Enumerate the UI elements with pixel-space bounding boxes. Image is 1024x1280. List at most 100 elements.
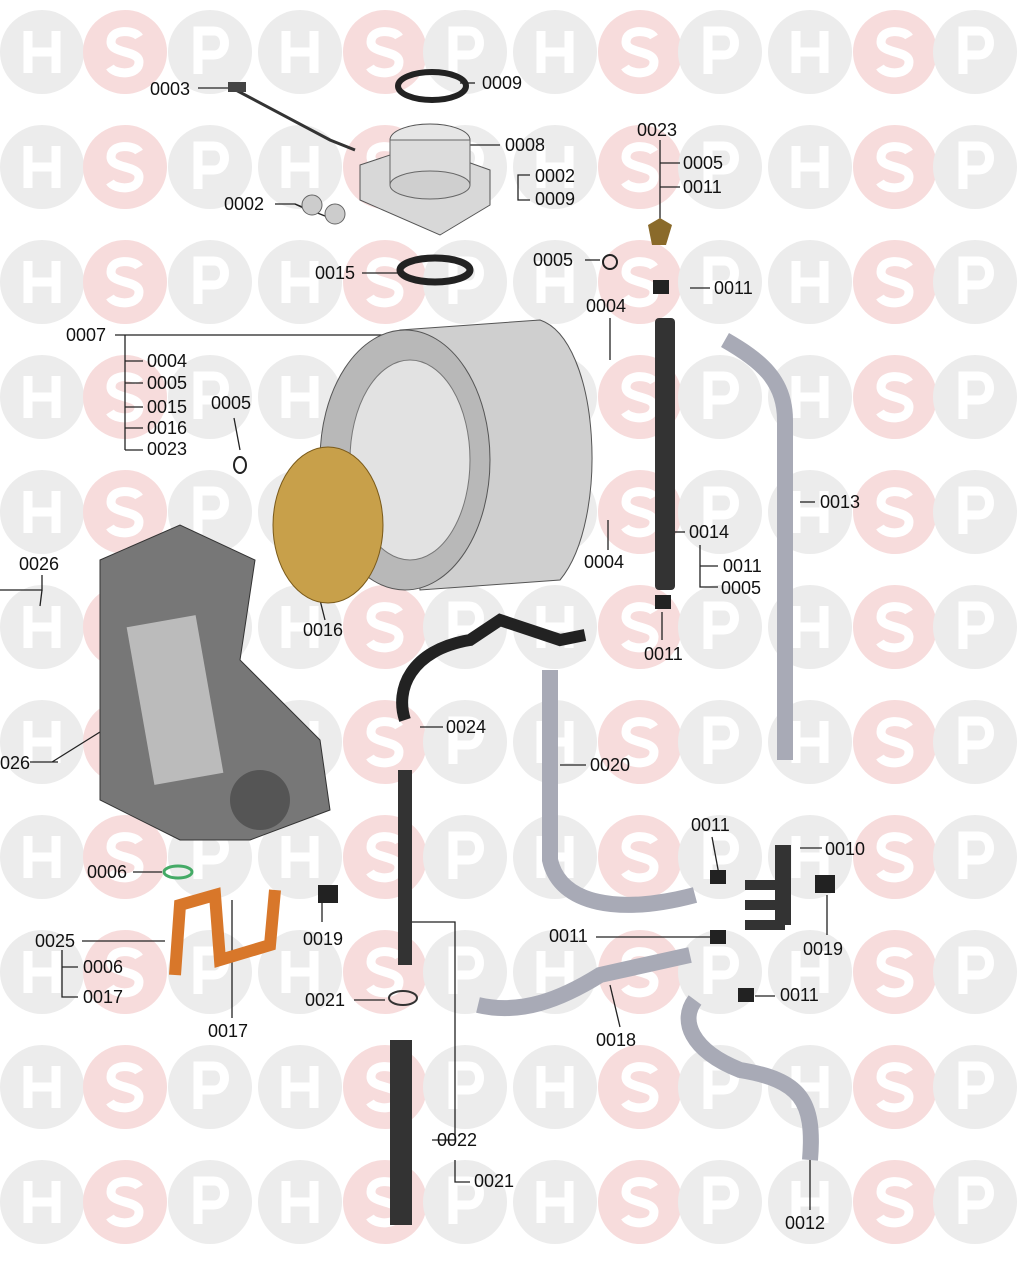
watermark-glyph — [23, 721, 61, 763]
watermark-glyph — [23, 951, 61, 993]
watermark-glyph — [366, 257, 404, 308]
part-label: 0004 — [147, 351, 188, 371]
clips — [318, 280, 835, 1002]
part-label: 0010 — [825, 839, 866, 859]
pipe-0020 — [542, 670, 698, 913]
pipe-0014 — [655, 318, 675, 590]
pipe-0013 — [721, 333, 793, 760]
part-label: 0009 — [535, 189, 576, 209]
part-label: 0005 — [147, 373, 188, 393]
gasket-0009 — [395, 69, 469, 103]
watermark-glyph — [193, 1176, 229, 1224]
watermark-glyph — [23, 31, 61, 73]
watermark-glyph — [448, 946, 484, 994]
watermark-glyph — [106, 142, 144, 193]
watermark-glyph — [193, 141, 229, 189]
part-label: 0013 — [820, 492, 861, 512]
watermark-glyph — [703, 141, 739, 189]
watermark-glyph — [791, 491, 829, 533]
part-label: 026 — [0, 753, 31, 773]
part-label: 0006 — [83, 957, 124, 977]
part-label: 0022 — [437, 1130, 478, 1150]
watermark-glyph — [621, 602, 659, 653]
sensor-0003 — [228, 82, 356, 152]
watermark-glyph — [106, 257, 144, 308]
part-label: 0011 — [723, 556, 762, 576]
watermark-glyph — [193, 486, 229, 534]
watermark-glyph — [106, 947, 144, 998]
watermark-glyph — [536, 1066, 574, 1108]
flue-adapter-0008 — [359, 123, 491, 236]
watermark-glyph — [106, 27, 144, 78]
part-label: 0019 — [303, 929, 344, 949]
watermark-glyph — [621, 717, 659, 768]
watermark-glyph — [193, 256, 229, 304]
watermark-glyph — [23, 606, 61, 648]
trap-0022 — [390, 1040, 412, 1225]
part-label: 0020 — [590, 755, 631, 775]
watermark-glyph — [448, 716, 484, 764]
watermark-glyph — [621, 832, 659, 883]
watermark-glyph — [281, 1181, 319, 1223]
part-label: 0005 — [683, 153, 724, 173]
watermark-glyph — [621, 1177, 659, 1228]
watermark-glyph — [958, 486, 994, 534]
watermark-glyph — [958, 256, 994, 304]
watermark-glyph — [621, 257, 659, 308]
part-label: 0011 — [714, 278, 753, 298]
watermark-glyph — [958, 141, 994, 189]
part-label: 0011 — [691, 815, 730, 835]
pipe-0022-upper — [398, 770, 412, 965]
watermark-glyph — [791, 376, 829, 418]
part-label: 0003 — [150, 79, 191, 99]
part-0023 — [648, 218, 672, 245]
watermark-glyph — [23, 261, 61, 303]
watermark-glyph — [876, 142, 914, 193]
pipe-0017 — [169, 887, 281, 976]
watermark-glyph — [621, 372, 659, 423]
part-label: 0008 — [505, 135, 546, 155]
watermark-glyph — [876, 602, 914, 653]
watermark-glyph — [876, 832, 914, 883]
watermark-glyph — [703, 486, 739, 534]
watermark-glyph — [281, 376, 319, 418]
watermark-glyph — [23, 836, 61, 878]
part-label: 0021 — [474, 1171, 515, 1191]
watermark-glyph — [106, 487, 144, 538]
watermark-glyph — [958, 1061, 994, 1109]
watermark-glyph — [958, 831, 994, 879]
watermark-glyph — [876, 717, 914, 768]
watermark-glyph — [281, 146, 319, 188]
part-label: 0021 — [305, 990, 346, 1010]
watermark-glyph — [366, 602, 404, 653]
part-label: 0016 — [147, 418, 188, 438]
watermark-glyph — [193, 26, 229, 74]
watermark-glyph — [23, 146, 61, 188]
watermark-glyph — [366, 947, 404, 998]
part-label: 0018 — [596, 1030, 637, 1050]
part-label: 0023 — [147, 439, 188, 459]
watermark-glyph — [366, 27, 404, 78]
watermark-glyph — [536, 146, 574, 188]
watermark-glyph — [958, 371, 994, 419]
watermark-glyph — [791, 721, 829, 763]
watermark-glyph — [791, 261, 829, 303]
watermark-glyph — [703, 1176, 739, 1224]
pipe-0012 — [680, 995, 819, 1161]
watermark-glyph — [876, 1062, 914, 1113]
part-label: 0011 — [780, 985, 819, 1005]
watermark-glyph — [876, 487, 914, 538]
watermark-glyph — [23, 1181, 61, 1223]
watermark-glyph — [23, 376, 61, 418]
watermark-glyph — [621, 27, 659, 78]
watermark-glyph — [703, 256, 739, 304]
fan-assembly — [99, 524, 331, 841]
gasket-0015 — [396, 254, 474, 286]
part-label: 0004 — [586, 296, 627, 316]
part-label: 0023 — [637, 120, 678, 140]
watermark-glyph — [448, 1061, 484, 1109]
watermark-glyph — [876, 947, 914, 998]
watermark-glyph — [23, 491, 61, 533]
